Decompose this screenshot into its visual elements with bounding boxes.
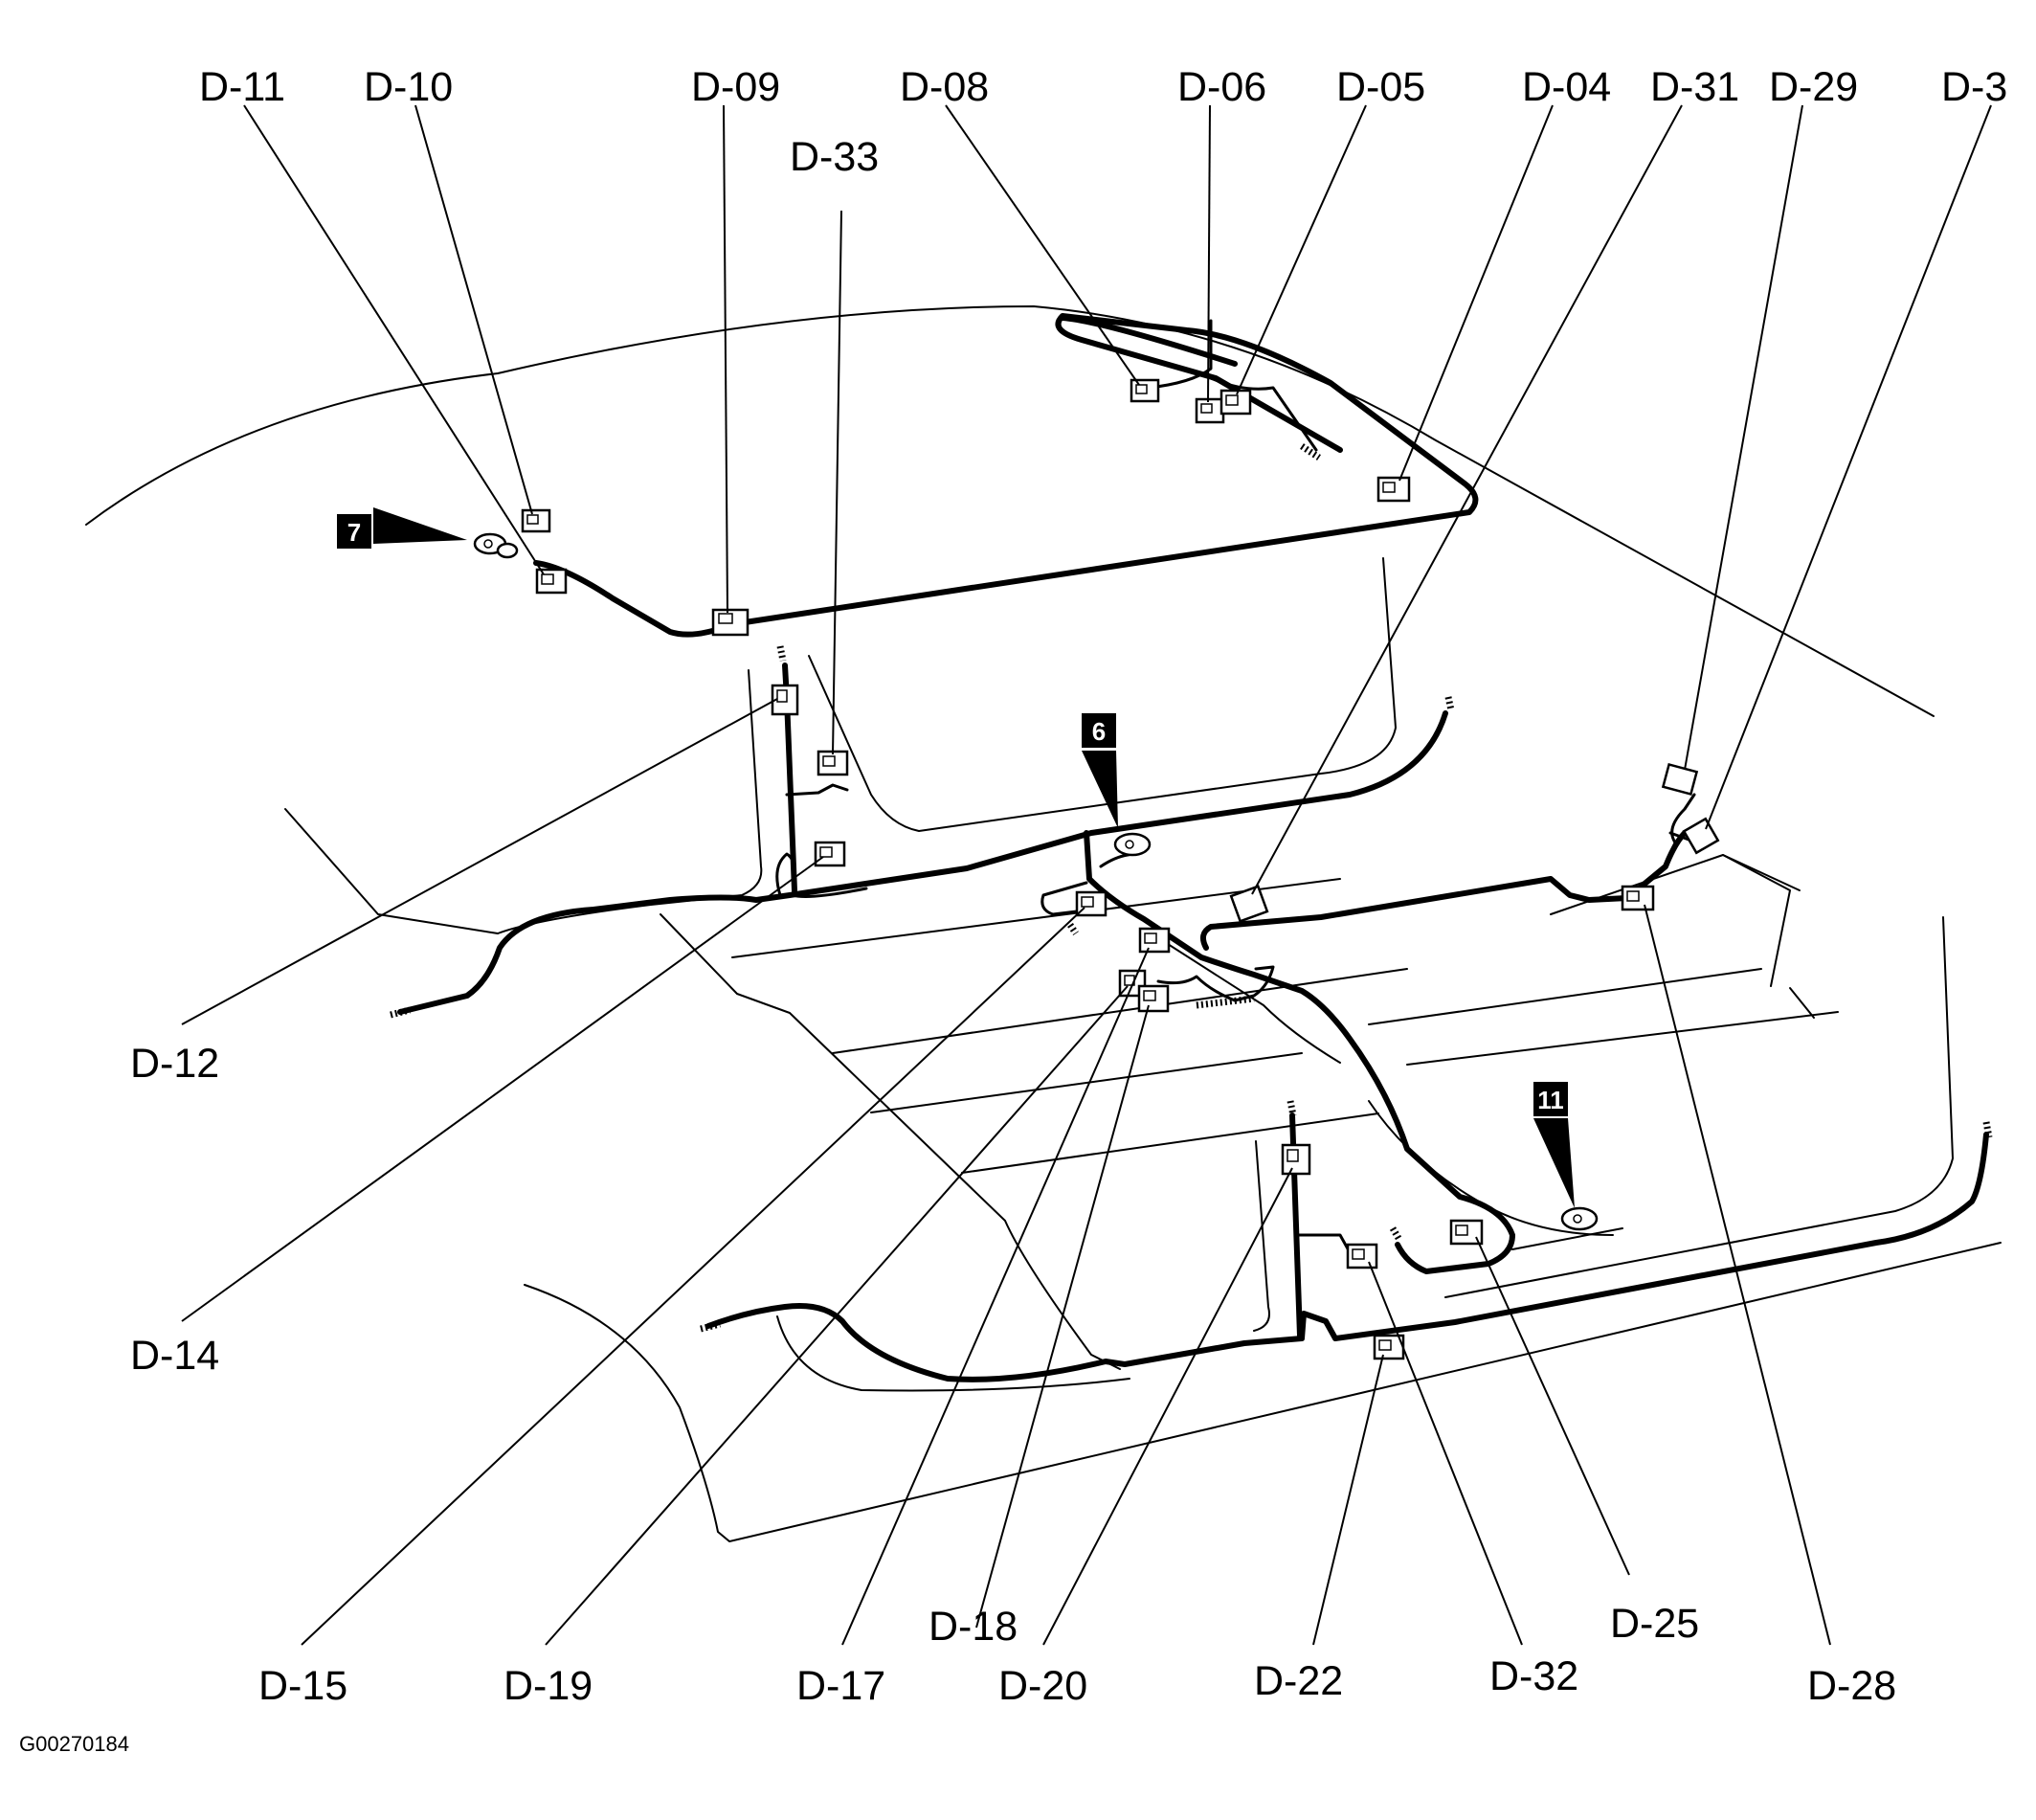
- leader-lines: [181, 104, 1992, 1646]
- connector-d-05: [1219, 389, 1252, 416]
- callout-d-22: D-22: [1254, 1658, 1343, 1704]
- callout-d-31: D-31: [1650, 64, 1739, 110]
- callout-d-12: D-12: [130, 1041, 219, 1087]
- callout-d-25: D-25: [1610, 1601, 1699, 1647]
- ground-eyelet-11: [1560, 1206, 1599, 1231]
- marker-6-label: 6: [1092, 717, 1106, 746]
- connectors: [473, 378, 1720, 1360]
- marker-7-label: 7: [347, 518, 361, 547]
- connector-d-18: [1137, 984, 1170, 1013]
- callout-d-14: D-14: [130, 1333, 219, 1379]
- connector-d-06: [1195, 397, 1225, 424]
- connector-d-28: [1621, 885, 1655, 911]
- connector-d-09: [711, 608, 750, 637]
- connector-d-31: [1229, 885, 1269, 923]
- callout-d-15: D-15: [258, 1663, 347, 1709]
- marker-7: 7: [337, 507, 467, 549]
- callout-labels: D-11 D-10 D-09 D-33 D-08 D-06 D-05 D-04 …: [130, 64, 2007, 1709]
- figure-id: G00270184: [19, 1732, 129, 1756]
- callout-d-33: D-33: [790, 134, 879, 180]
- callout-d-28: D-28: [1807, 1663, 1896, 1709]
- callout-d-05: D-05: [1336, 64, 1425, 110]
- connector-d-32: [1346, 1243, 1378, 1270]
- connector-d-14: [814, 841, 846, 867]
- marker-11-label: 11: [1537, 1086, 1564, 1114]
- callout-d-04: D-04: [1522, 64, 1611, 110]
- connector-d-20: [1281, 1143, 1311, 1176]
- callout-d-19: D-19: [503, 1663, 593, 1709]
- connector-d-33: [817, 750, 849, 776]
- connector-d-10: [521, 508, 551, 533]
- marker-6: 6: [1082, 713, 1118, 828]
- vehicle-body-outline: [85, 305, 2002, 1542]
- ground-eyelet-6: [1113, 832, 1152, 857]
- callout-d-29: D-29: [1769, 64, 1858, 110]
- callout-d-08: D-08: [900, 64, 989, 110]
- connector-d-04: [1376, 476, 1411, 503]
- callout-d-18: D-18: [929, 1604, 1018, 1650]
- callout-d-11: D-11: [199, 64, 285, 110]
- callout-d-10: D-10: [364, 64, 453, 110]
- wiring-harness: [390, 313, 1993, 1382]
- connector-d-17: [1138, 927, 1171, 954]
- callout-d-09: D-09: [691, 64, 780, 110]
- marker-11: 11: [1533, 1082, 1575, 1208]
- connector-d-11: [535, 568, 568, 595]
- callout-d-32: D-32: [1489, 1653, 1578, 1699]
- connector-d-08: [1130, 378, 1160, 403]
- callout-d-20: D-20: [998, 1663, 1087, 1709]
- connector-d-3: [1682, 817, 1720, 855]
- callout-d-06: D-06: [1177, 64, 1266, 110]
- connector-d-29: [1661, 762, 1699, 797]
- callout-d-3: D-3: [1941, 64, 2007, 110]
- ground-eyelet-7: [473, 532, 519, 559]
- callout-d-17: D-17: [796, 1663, 885, 1709]
